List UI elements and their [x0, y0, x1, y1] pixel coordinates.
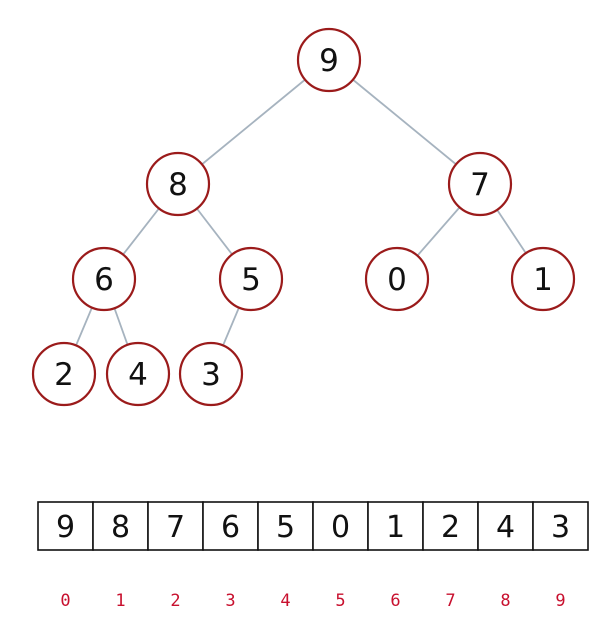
tree-node-label: 4 [128, 357, 148, 393]
array-cell-value: 4 [496, 510, 515, 545]
array-cell-0: 9 [37, 501, 94, 551]
tree-node-circle [296, 27, 362, 93]
array-cell-7: 2 [422, 501, 479, 551]
tree-node-circle [510, 246, 576, 312]
tree-node-6: 1 [510, 246, 576, 312]
tree-node-label: 2 [54, 357, 74, 393]
heap-array: 9 8 7 6 5 0 1 2 4 3 [37, 501, 589, 551]
array-index-label-6: 6 [390, 591, 400, 611]
array-index-label-9: 9 [555, 591, 565, 611]
array-index-label-1: 1 [115, 591, 125, 611]
tree-node-9: 3 [178, 341, 244, 407]
tree-node-circle [178, 341, 244, 407]
array-indices: 0 1 2 3 4 5 6 7 8 9 [60, 591, 565, 611]
tree-node-circle [31, 341, 97, 407]
array-cell-1: 8 [92, 501, 149, 551]
array-cell-box [37, 501, 94, 551]
tree-node-8: 4 [105, 341, 171, 407]
tree-edge-n0-n2 [328, 59, 481, 185]
array-index-label-7: 7 [445, 591, 455, 611]
array-cell-box [532, 501, 589, 551]
array-cell-2: 7 [147, 501, 204, 551]
array-cell-value: 2 [441, 510, 460, 545]
array-index-label-5: 5 [335, 591, 345, 611]
array-index-label-0: 0 [60, 591, 70, 611]
array-index-label-4: 4 [280, 591, 290, 611]
tree-node-label: 9 [319, 43, 339, 79]
tree-node-label: 5 [241, 262, 261, 298]
tree-node-5: 0 [364, 246, 430, 312]
array-cell-value: 7 [166, 510, 185, 545]
tree-node-2: 7 [447, 151, 513, 217]
tree-node-label: 0 [387, 262, 407, 298]
array-cell-box [422, 501, 479, 551]
tree-node-label: 8 [168, 167, 188, 203]
array-cell-3: 6 [202, 501, 259, 551]
tree-edges [63, 59, 544, 375]
array-cell-value: 9 [56, 510, 75, 545]
array-index-label-8: 8 [500, 591, 510, 611]
array-cell-box [147, 501, 204, 551]
array-index-label-2: 2 [170, 591, 180, 611]
tree-node-circle [105, 341, 171, 407]
tree-nodes: 9 8 7 6 5 0 1 2 4 3 [31, 27, 576, 407]
array-index-label-3: 3 [225, 591, 235, 611]
array-cell-value: 5 [276, 510, 295, 545]
tree-node-1: 8 [145, 151, 211, 217]
tree-node-circle [145, 151, 211, 217]
array-cell-value: 6 [221, 510, 240, 545]
array-cell-5: 0 [312, 501, 369, 551]
tree-node-4: 5 [218, 246, 284, 312]
tree-node-circle [364, 246, 430, 312]
array-cell-6: 1 [367, 501, 424, 551]
array-cell-8: 4 [477, 501, 534, 551]
array-cell-value: 1 [386, 510, 405, 545]
array-cell-value: 8 [111, 510, 130, 545]
tree-node-circle [218, 246, 284, 312]
tree-node-circle [447, 151, 513, 217]
tree-node-circle [71, 246, 137, 312]
array-cell-box [367, 501, 424, 551]
array-cell-9: 3 [532, 501, 589, 551]
array-cell-box [202, 501, 259, 551]
array-cell-value: 3 [551, 510, 570, 545]
tree-node-label: 6 [94, 262, 114, 298]
tree-node-label: 7 [470, 167, 490, 203]
tree-node-0: 9 [296, 27, 362, 93]
tree-node-label: 3 [201, 357, 221, 393]
tree-node-7: 2 [31, 341, 97, 407]
tree-edge-n0-n1 [177, 59, 330, 185]
array-cell-4: 5 [257, 501, 314, 551]
array-cell-box [257, 501, 314, 551]
array-cell-value: 0 [331, 510, 350, 545]
tree-node-label: 1 [533, 262, 553, 298]
tree-node-3: 6 [71, 246, 137, 312]
